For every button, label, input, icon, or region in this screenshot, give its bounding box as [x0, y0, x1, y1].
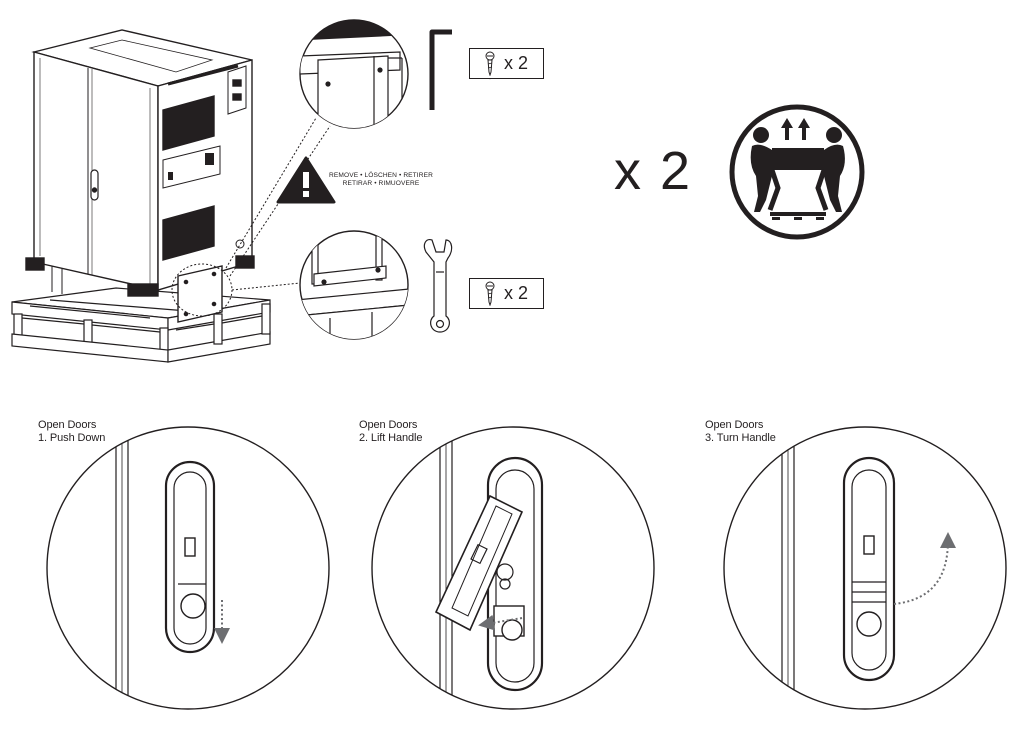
door-lock-body	[164, 460, 216, 654]
screw-icon	[485, 51, 495, 76]
warning-icon	[276, 156, 336, 204]
arrow-icon	[893, 532, 956, 605]
pallet	[11, 287, 271, 363]
screw-icon	[485, 281, 495, 306]
step-2-caption: Open Doors 2. Lift Handle	[359, 419, 423, 445]
lower-bracket-detail	[299, 230, 409, 340]
step-1-caption: Open Doors 1. Push Down	[38, 419, 105, 445]
step-1-illustration	[46, 426, 330, 710]
warning-text-line-1: REMOVE • LÖSCHEN • RETIRER	[329, 172, 433, 179]
warning-text-line-2: RETIRAR • RIMUOVERE	[342, 180, 420, 187]
hex-key-icon	[429, 29, 452, 110]
screw-quantity-label-bottom: x 2	[504, 283, 529, 303]
screw-quantity-label-top: x 2	[504, 53, 529, 73]
step-1-instruction: 1. Push Down	[38, 432, 106, 444]
step-1-title: Open Doors	[38, 419, 97, 431]
step-2-title: Open Doors	[359, 419, 418, 431]
upper-bracket-detail	[299, 19, 409, 129]
arrow-icon	[478, 614, 523, 631]
screw-quantity-box-bottom: x 2	[469, 278, 544, 309]
wrench-icon	[423, 239, 453, 333]
step-3-caption: Open Doors 3. Turn Handle	[705, 419, 776, 445]
screw-quantity-box-top: x 2	[469, 48, 544, 79]
step-2-illustration	[371, 426, 655, 710]
charging-cabinet	[25, 29, 255, 323]
step-2-instruction: 2. Lift Handle	[359, 432, 423, 444]
two-person-lift-icon	[729, 104, 865, 240]
team-lift-multiplier: x 2	[614, 141, 693, 201]
warning-text: REMOVE • LÖSCHEN • RETIRER RETIRAR • RIM…	[328, 172, 434, 188]
step-3-title: Open Doors	[705, 419, 764, 431]
step-3-instruction: 3. Turn Handle	[705, 432, 776, 444]
step-3-illustration	[723, 426, 1007, 710]
